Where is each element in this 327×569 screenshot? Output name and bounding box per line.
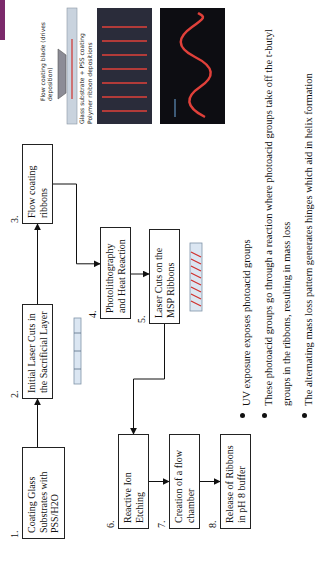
- flow-arrow: [37, 224, 38, 304]
- bullet-dot: [240, 413, 245, 418]
- bullet-item: The alternating mass loss pattern genera…: [298, 9, 316, 419]
- step-text: Release of Ribbons in pH 8 buffer: [224, 440, 247, 523]
- bullet-item: These photoacid groups go through a reac…: [258, 9, 294, 419]
- bullet-item: UV exposure exposes photoacid groups: [236, 9, 254, 419]
- bullet-list: UV exposure exposes photoacid groups Thes…: [236, 9, 320, 419]
- flow-arrow: [37, 399, 38, 447]
- bullet-dot: [302, 413, 307, 418]
- step-number: 6.: [105, 521, 117, 529]
- bullet-note: The alternating mass loss pattern genera…: [303, 73, 314, 406]
- ribbon-slide-icon: [190, 243, 202, 311]
- process-box: 4.Photolithography and Heat Reaction: [100, 227, 131, 319]
- bullet-note: These photoacid groups go through a reac…: [263, 29, 292, 406]
- flow-arrow: [134, 324, 165, 434]
- flow-arrow: [53, 184, 100, 264]
- figure-label: Polymer ribbon depositions: [87, 6, 94, 124]
- step-text: Laser Cuts on the MSP Ribbons: [153, 235, 176, 318]
- process-box: 2.Initial Laser Cuts in the Sacrificial …: [22, 304, 53, 399]
- process-box: 5.Laser Cuts on the MSP Ribbons: [149, 229, 180, 324]
- step-number: 5.: [136, 316, 148, 324]
- process-box: 8.Release of Ribbons in pH 8 buffer: [220, 434, 251, 529]
- step-text: Creation of a flow chamber: [173, 440, 196, 523]
- step-text: Coating Glass Substrates with PSS/H2O: [26, 453, 61, 533]
- step-text: Reactive Ion Etching: [122, 440, 145, 523]
- figure-label: Glass substrate + PSS coating: [79, 6, 86, 124]
- flow-arrow: [131, 274, 149, 275]
- step-number: 8.: [207, 521, 219, 529]
- step-number: 1.: [9, 531, 21, 539]
- flow-arrow: [200, 481, 220, 482]
- flow-arrow: [149, 481, 169, 482]
- step-number: 4.: [87, 311, 99, 319]
- process-box: 7.Creation of a flow chamber: [169, 434, 200, 529]
- bullet-note: UV exposure exposes photoacid groups: [241, 239, 252, 406]
- step-number: 7.: [156, 521, 168, 529]
- step-text: Photolithography and Heat Reaction: [104, 233, 127, 313]
- glass-slide-icon: [74, 318, 81, 384]
- step-text: Flow coating ribbons: [26, 150, 49, 218]
- bullet-dot: [262, 413, 267, 418]
- process-box: 1.Coating Glass Substrates with PSS/H2O: [22, 447, 65, 539]
- step-text: Initial Laser Cuts in the Sacrificial La…: [26, 310, 49, 393]
- figure-label: Flow coating blade (drives deposition): [40, 5, 54, 101]
- step-number: 3.: [9, 216, 21, 224]
- step-number: 2.: [9, 391, 21, 399]
- process-box: 6.Reactive Ion Etching: [118, 434, 149, 529]
- process-box: 3.Flow coating ribbons: [22, 144, 53, 224]
- corner-bar: [0, 0, 5, 40]
